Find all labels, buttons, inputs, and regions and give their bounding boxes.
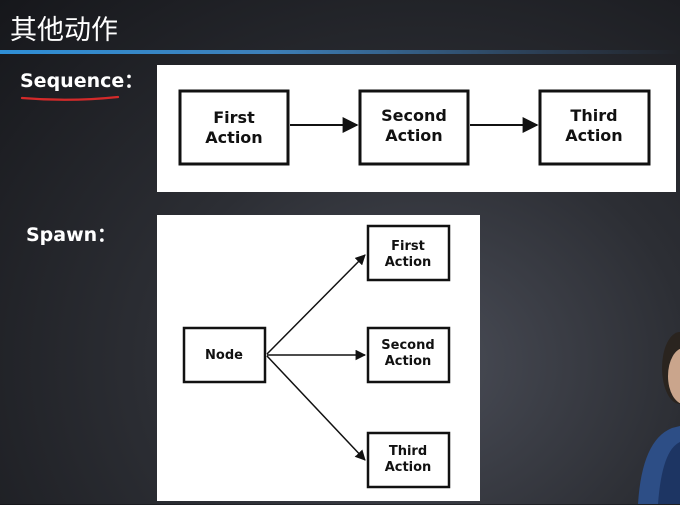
- slide-title: 其他动作: [10, 15, 118, 46]
- spawn-target-first-line2: Action: [385, 255, 432, 270]
- sequence-node-second-line1: Second: [381, 106, 447, 125]
- sequence-label: Sequence：: [20, 70, 144, 92]
- spawn-diagram-panel: Node First Action Second Action Third Ac…: [157, 215, 480, 501]
- presenter-silhouette: [638, 332, 680, 504]
- sequence-diagram: First Action Second Action Third Action: [178, 89, 651, 166]
- spawn-target-third-line2: Action: [385, 460, 432, 475]
- spawn-target-second-line1: Second: [381, 338, 434, 353]
- spawn-target-third-line1: Third: [389, 444, 427, 459]
- sequence-node-third-line1: Third: [570, 106, 617, 125]
- spawn-source-node: [182, 326, 267, 384]
- spawn-diagram: Node First Action Second Action Third Ac…: [182, 224, 451, 489]
- spawn-target-first: [366, 224, 451, 282]
- sequence-node-third: [538, 89, 651, 166]
- spawn-target-second-line2: Action: [385, 354, 432, 369]
- spawn-arrow-to-first: [266, 254, 366, 355]
- spawn-target-third: [366, 431, 451, 489]
- sequence-node-first-line1: First: [213, 108, 255, 127]
- sequence-node-first: [178, 89, 290, 166]
- spawn-target-second: [366, 326, 451, 384]
- sequence-node-second: [358, 89, 470, 166]
- sequence-node-third-line2: Action: [565, 126, 622, 145]
- spawn-source-node-label: Node: [205, 348, 243, 363]
- spawn-target-first-line1: First: [391, 239, 425, 254]
- spawn-arrow-to-third: [266, 355, 366, 461]
- presenter-webcam: [628, 310, 680, 504]
- title-rule: [0, 50, 680, 54]
- sequence-node-second-line2: Action: [385, 126, 442, 145]
- red-underline-mark: [20, 95, 120, 101]
- sequence-node-first-line2: Action: [205, 128, 262, 147]
- spawn-label: Spawn：: [26, 224, 117, 246]
- sequence-diagram-panel: First Action Second Action Third Action: [157, 65, 676, 192]
